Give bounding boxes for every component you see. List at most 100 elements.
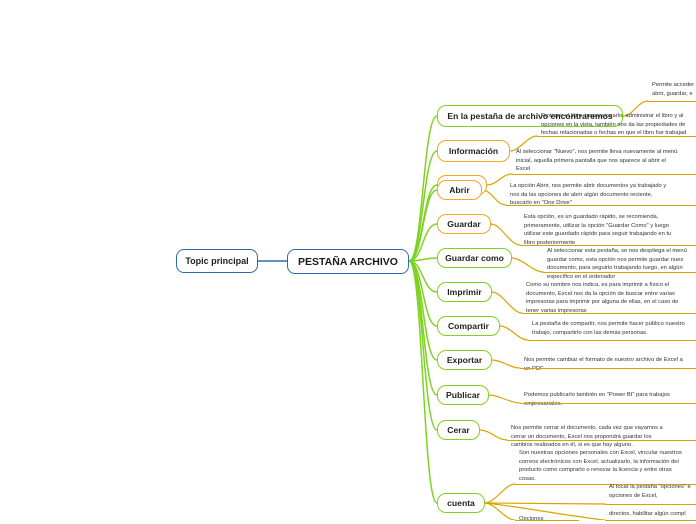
note-line-text: Al tocar la pestaña "opciones" e xyxy=(609,484,691,490)
branch-node-5[interactable]: Guardar como xyxy=(437,248,512,268)
note-line-text: opciones en la vista, también nos da las… xyxy=(541,121,686,128)
note-line-text: correos electrónicos con Excel, actualiz… xyxy=(519,458,679,465)
link-note-0-0 xyxy=(622,100,649,117)
note-underline xyxy=(537,136,696,137)
link-note-4-0 xyxy=(490,223,521,246)
note-line-text: buscarlo en "One Drive" xyxy=(510,200,572,207)
note-9-0: Podemos publicarlo también en "Power BI"… xyxy=(524,391,696,408)
branch-node-7[interactable]: Compartir xyxy=(437,316,500,336)
note-8-0: Nos permite cambiar el formato de nuestr… xyxy=(524,356,696,373)
note-line-text: nos da las opciones de abrir algún docum… xyxy=(510,191,653,198)
branch-label: En la pestaña de archivo encontraremos xyxy=(447,111,613,121)
note-line-text: guardar como, esta opción nos permite gu… xyxy=(547,256,684,263)
note-line-text: Son nuestras opciones personales con Exc… xyxy=(519,450,682,456)
link-branch-10 xyxy=(408,260,438,431)
note-line-text: primeramente, utilizar la opción "Guarda… xyxy=(524,222,669,229)
note-line-text: cosas. xyxy=(519,475,536,482)
branch-node-6[interactable]: Imprimir xyxy=(437,282,492,302)
link-note-9-0 xyxy=(488,394,521,404)
branch-node-3[interactable]: Abrir xyxy=(437,180,482,200)
note-line-text: Al seleccionar "Nuevo", nos permite llev… xyxy=(516,149,678,155)
note-line-text: Proteger el libro, inspeccionarlo, admin… xyxy=(541,113,684,119)
note-line-text: Podemos publicarlo también en "Power BI"… xyxy=(524,392,670,398)
note-underline xyxy=(648,101,696,102)
branch-node-0[interactable]: En la pestaña de archivo encontraremos xyxy=(437,105,623,127)
note-underline xyxy=(522,313,696,314)
note-line-text: específico en el ordenador xyxy=(547,273,616,280)
note-3-0: La opción Abrir, nos permite abrir docum… xyxy=(510,182,696,208)
note-line-text: Nos permite cambiar el formato de nuestr… xyxy=(524,357,683,363)
branch-label: Guardar como xyxy=(445,253,504,263)
branch-label: cuenta xyxy=(447,498,475,508)
link-branch-11 xyxy=(408,260,438,504)
note-underline xyxy=(515,520,579,521)
note-underline xyxy=(507,440,696,441)
note-underline xyxy=(515,484,696,485)
branch-node-9[interactable]: Publicar xyxy=(437,385,489,405)
note-line-text: directos, habilitar algún compl xyxy=(609,511,686,517)
branch-node-1[interactable]: Información xyxy=(437,140,510,162)
link-branch-1 xyxy=(408,150,438,262)
link-note-11-2 xyxy=(484,502,606,520)
link-branch-3 xyxy=(408,189,438,262)
note-7-0: La pestaña de compartir, nos permite hac… xyxy=(532,320,696,337)
branch-label: Imprimir xyxy=(447,287,482,297)
note-line-text: Como su nombre nos indica, es para impri… xyxy=(526,282,670,288)
note-line-text: Opciones xyxy=(519,516,544,522)
branch-label: Publicar xyxy=(446,390,480,400)
note-underline xyxy=(528,340,696,341)
link-note-11-3 xyxy=(484,502,516,520)
note-line-text: fechas relacionadas o fechas en que el l… xyxy=(541,130,687,137)
note-line-text: tener varias impresoras xyxy=(526,307,587,314)
link-note-5-0 xyxy=(511,257,544,273)
note-line-text: cerrar un documento, Excel nos propondrá… xyxy=(511,433,652,440)
note-line-text: Nos permite cerrar el documento, cada ve… xyxy=(511,425,663,431)
note-line-text: producto como comprarlo o renovar la lic… xyxy=(519,467,672,474)
note-underline xyxy=(605,520,696,521)
topic-principal-label: Topic principal xyxy=(185,256,249,266)
note-line-text: cambios realizados en él, si es que hay … xyxy=(511,442,633,449)
note-4-0: Esta opción, es un guardado rápido, se r… xyxy=(524,213,696,247)
branch-label: Exportar xyxy=(446,355,483,365)
note-line-text: Al seleccionar esta pestaña, se nos desp… xyxy=(547,248,687,254)
note-line-text: Excel xyxy=(516,166,531,173)
branch-label: Compartir xyxy=(447,321,490,331)
link-note-3-0 xyxy=(481,189,507,206)
link-note-11-1 xyxy=(484,502,606,505)
note-11-2: directos, habilitar algún compl xyxy=(609,510,696,519)
branch-node-11[interactable]: cuenta xyxy=(437,493,485,513)
note-1-0: Proteger el libro, inspeccionarlo, admin… xyxy=(541,112,696,138)
note-11-1: Al tocar la pestaña "opciones" e opciones… xyxy=(609,483,696,500)
note-underline xyxy=(520,403,696,404)
note-line-text: libro posteriormente xyxy=(524,239,576,246)
branch-label: Información xyxy=(448,146,499,156)
note-line-text: documento, para seguirlo trabajando lueg… xyxy=(547,265,683,272)
note-line-text: Esta opción, es un guardado rápido, se r… xyxy=(524,214,659,220)
note-10-0: Nos permite cerrar el documento, cada ve… xyxy=(511,424,696,450)
link-note-2-0 xyxy=(486,173,513,186)
note-line-text: impresoras para imprimir por alguna de e… xyxy=(526,299,679,306)
link-branch-0 xyxy=(408,115,438,262)
branch-node-8[interactable]: Exportar xyxy=(437,350,492,370)
central-node-label: PESTAÑA ARCHIVO xyxy=(298,255,398,268)
note-line-text: utilizar este guardado rápido para segui… xyxy=(524,231,672,238)
link-note-6-0 xyxy=(491,291,523,314)
link-branch-4 xyxy=(408,223,438,262)
branch-node-4[interactable]: Guardar xyxy=(437,214,491,234)
branch-node-10[interactable]: Cerar xyxy=(437,420,480,440)
central-node[interactable]: PESTAÑA ARCHIVO xyxy=(287,249,409,274)
link-note-1-0 xyxy=(509,135,538,152)
note-line-text: trabajo, compartirlo con las demás perso… xyxy=(532,329,648,336)
topic-principal-node[interactable]: Topic principal xyxy=(176,249,258,273)
note-line-text: abrir, guardar, e xyxy=(652,90,693,97)
note-line-text: La opción Abrir, nos permite abrir docum… xyxy=(510,183,667,189)
note-line-text: documento, Excel nos da la opción de bus… xyxy=(526,290,675,297)
link-note-10-0 xyxy=(479,429,508,441)
note-11-3: Opciones xyxy=(519,515,579,524)
note-line-text: opciones de Excel, xyxy=(609,492,658,499)
note-underline xyxy=(543,272,696,273)
link-note-11-0 xyxy=(484,483,516,504)
note-underline xyxy=(506,205,696,206)
